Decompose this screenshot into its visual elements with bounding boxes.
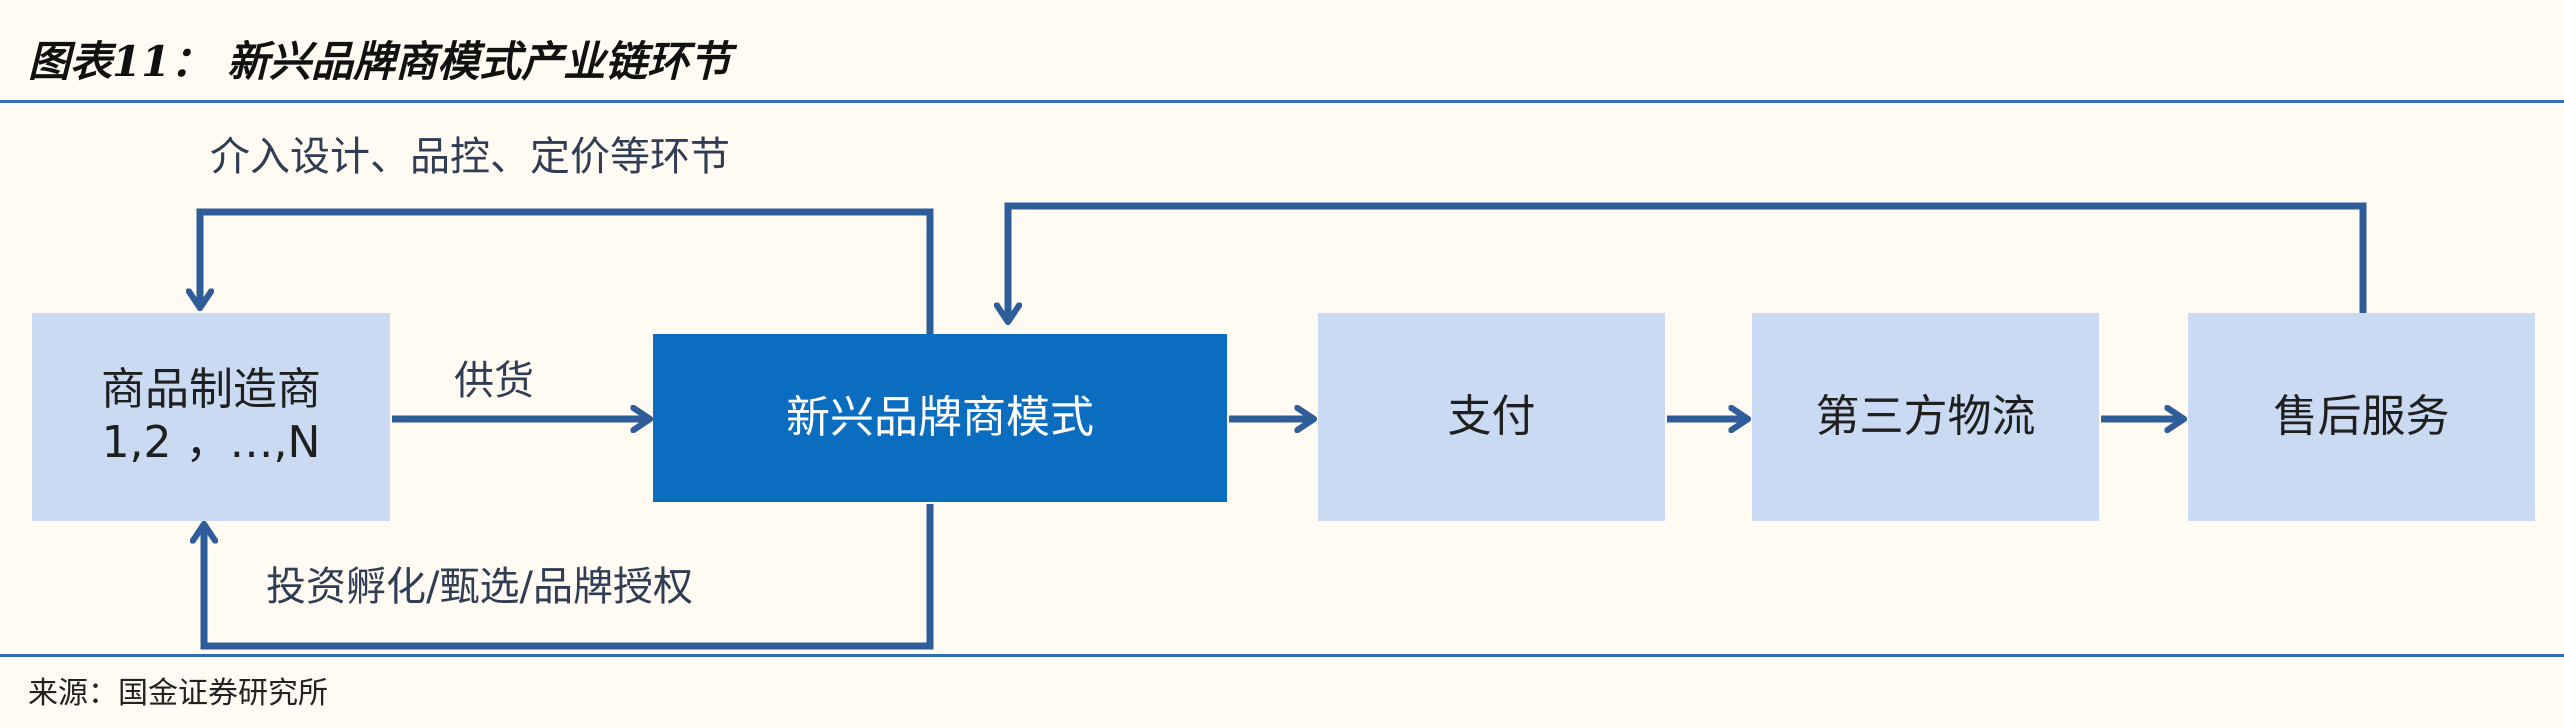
supply-label: 供货 [454,358,534,404]
manufacturer-node: 商品制造商 1,2 ，…,N [32,313,390,521]
after-sales-label: 售后服务 [2273,390,2450,442]
brand-model-label: 新兴品牌商模式 [786,391,1094,443]
after-sales-node: 售后服务 [2188,313,2535,521]
payment-label: 支付 [1447,390,1536,442]
logistics-label: 第三方物流 [1815,390,2036,442]
arrow-top-feedback [200,208,934,335]
manufacturer-range: 1,2 ，…,N [101,417,321,468]
arrow-aftersales-feedback [1008,202,2367,322]
manufacturer-title: 商品制造商 [101,364,321,416]
arrow-bottom-feedback [204,504,934,650]
top-feedback-label: 介入设计、品控、定价等环节 [210,134,730,180]
payment-node: 支付 [1318,313,1665,521]
figure-title: 图表11： 新兴品牌商模式产业链环节 [28,37,732,86]
source-note: 来源：国金证券研究所 [28,676,328,711]
brand-model-node: 新兴品牌商模式 [653,334,1227,502]
footer-divider [0,654,2564,657]
logistics-node: 第三方物流 [1752,313,2099,521]
header-divider [0,100,2564,103]
bottom-feedback-label: 投资孵化/甄选/品牌授权 [266,564,693,610]
